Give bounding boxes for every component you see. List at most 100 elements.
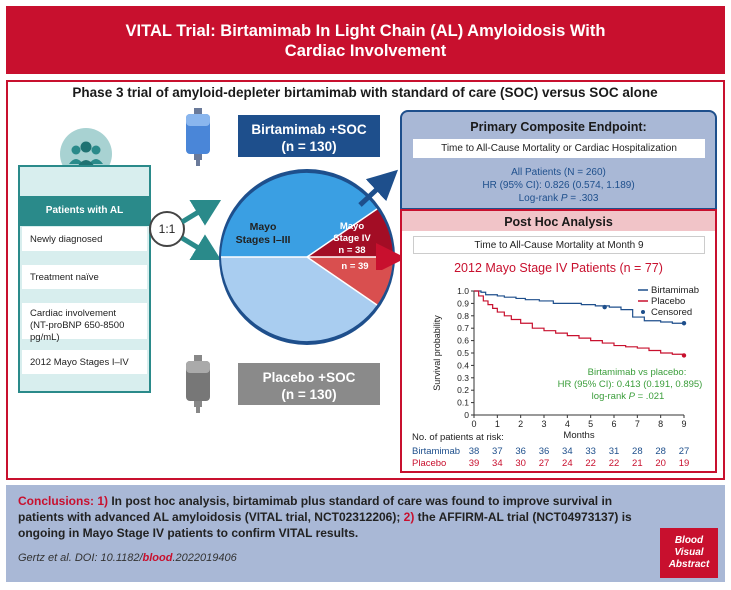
annotation-line-1: Birtamimab vs placebo: [588, 367, 687, 378]
randomization-arrows [180, 200, 223, 260]
conclusion-panel [6, 485, 725, 582]
primary-logrank-p: P [560, 193, 568, 204]
arm-placebo-label: Placebo +SOC [262, 370, 356, 385]
y-tick-label: 0.5 [457, 348, 469, 358]
conclusion-label: Conclusions: [18, 494, 98, 508]
conclusion-text-1: In post hoc analysis, birtamimab plus st… [18, 494, 613, 524]
badge-line-2: Visual [674, 547, 704, 558]
citation-post: .2022019406 [172, 552, 237, 564]
chart-series [474, 290, 687, 358]
blood-visual-abstract-badge: Blood Visual Abstract [660, 528, 718, 578]
x-tick-label: 7 [635, 419, 640, 429]
title-line-1: VITAL Trial: Birtamimab In Light Chain (… [125, 22, 606, 40]
patients-heading: Patients with AL Amyloidosis [18, 196, 151, 246]
at-risk-placebo-value: 19 [679, 458, 690, 469]
arrow-to-primary [358, 169, 399, 207]
y-tick-label: 0.9 [457, 298, 469, 308]
primary-hr: HR (95% CI): 0.826 (0.574, 1.189) [482, 180, 635, 191]
primary-stats: All Patients (N = 260) HR (95% CI): 0.82… [400, 166, 717, 205]
at-risk-placebo-value: 30 [515, 458, 526, 469]
at-risk-placebo-value: 24 [562, 458, 573, 469]
at-risk-placebo-name: Placebo [412, 458, 446, 469]
conclusion-num-2: 2) [403, 510, 415, 524]
at-risk-birtamimab-value: 37 [492, 446, 503, 457]
pie-placebo-stage-4 [307, 257, 393, 305]
x-tick-label: 6 [611, 419, 616, 429]
at-risk-birtamimab-value: 34 [562, 446, 573, 457]
arm-placebo: Placebo +SOC (n = 130) [238, 363, 380, 405]
pie-small-label-2: Stage IV [333, 233, 371, 244]
y-tick-label: 0 [464, 410, 469, 420]
at-risk-birtamimab-value: 28 [632, 446, 643, 457]
posthoc-group: 2012 Mayo Stage IV Patients (n = 77) [454, 261, 663, 275]
y-tick-label: 0.3 [457, 373, 469, 383]
x-tick-label: 1 [495, 419, 500, 429]
at-risk-placebo-value: 22 [585, 458, 596, 469]
arm-placebo-n: (n = 130) [281, 387, 337, 402]
criterion-cardiac-line1: Cardiac involvement [30, 308, 117, 319]
primary-logrank-value: = .303 [567, 193, 599, 204]
primary-outcome-box: Time to All-Cause Mortality or Cardiac H… [413, 139, 705, 158]
at-risk-birtamimab-name: Birtamimab [412, 446, 460, 457]
pie-birtamimab-stages-1-3 [221, 172, 377, 257]
arm-birtamimab-label: Birtamimab +SOC [251, 122, 367, 137]
arrow-up [180, 200, 223, 226]
criterion-cardiac: Cardiac involvement (NT-proBNP 650-8500 … [22, 303, 147, 343]
iv-bag-gray-icon [186, 355, 210, 413]
at-risk-birtamimab-value: 36 [515, 446, 526, 457]
title-line-2: Cardiac Involvement [284, 42, 447, 60]
x-tick-label: 3 [541, 419, 546, 429]
citation-pre: Gertz et al. DOI: 10.1182/ [18, 552, 143, 564]
pie-arrows [358, 169, 405, 270]
y-tick-label: 0.8 [457, 311, 469, 321]
chart-annotation: Birtamimab vs placebo:HR (95% CI): 0.413… [558, 367, 703, 402]
annotation-logrank-p: P [629, 391, 636, 402]
censored-mark [602, 304, 607, 310]
y-tick-label: 0.7 [457, 323, 469, 333]
legend-censored-label: Censored [651, 307, 692, 318]
criterion-mayo-stages: 2012 Mayo Stages I–IV [22, 350, 147, 374]
pie-small-n-treat: n = 38 [338, 245, 365, 256]
at-risk-birtamimab-value: 28 [655, 446, 666, 457]
iv-bag-blue-icon [186, 108, 210, 166]
at-risk-birtamimab-value: 38 [469, 446, 480, 457]
pie-placebo-stages-1-3 [221, 257, 377, 342]
x-tick-label: 0 [471, 419, 476, 429]
arrow-down [180, 234, 223, 260]
x-tick-label: 5 [588, 419, 593, 429]
pie-small-label-1: Mayo [340, 221, 364, 232]
at-risk-birtamimab-value: 36 [539, 446, 550, 457]
pie-big-label-2: Stages I–III [236, 234, 291, 246]
x-tick-label: 2 [518, 419, 523, 429]
subtitle: Phase 3 trial of amyloid-depleter birtam… [72, 85, 658, 100]
at-risk-birtamimab-value: 27 [679, 446, 690, 457]
placebo-end-mark [681, 353, 687, 358]
mayo-stage-pie: Mayo Stages I–III Mayo Stage IV n = 38 n… [219, 169, 395, 345]
series-line-placebo [474, 290, 685, 356]
criterion-newly-diagnosed: Newly diagnosed [22, 227, 147, 251]
at-risk-placebo-value: 27 [539, 458, 550, 469]
criterion-cardiac-line2: (NT-proBNP 650-8500 pg/mL) [30, 320, 125, 343]
badge-line-1: Blood [674, 535, 704, 546]
censored-mark [681, 321, 687, 326]
at-risk-placebo-value: 39 [469, 458, 480, 469]
primary-logrank: Log-rank P = .303 [400, 192, 717, 205]
header-banner: VITAL Trial: Birtamimab In Light Chain (… [6, 6, 725, 74]
at-risk-placebo-value: 21 [632, 458, 643, 469]
pie-big-label-1: Mayo [250, 221, 277, 233]
x-tick-label: 9 [681, 419, 686, 429]
criterion-treatment-naive: Treatment naïve [22, 265, 147, 289]
randomization-ratio: 1:1 [149, 211, 185, 247]
x-tick-label: 4 [565, 419, 570, 429]
annotation-logrank-prefix: log-rank [592, 391, 629, 402]
at-risk-table: No. of patients at risk:BirtamimabPlaceb… [412, 432, 689, 469]
y-tick-label: 1.0 [457, 286, 469, 296]
y-tick-label: 0.2 [457, 385, 469, 395]
at-risk-birtamimab-value: 31 [609, 446, 620, 457]
posthoc-outcome-box: Time to All-Cause Mortality at Month 9 [413, 236, 705, 254]
posthoc-title: Post Hoc Analysis [402, 211, 715, 231]
citation-journal: blood [142, 552, 173, 564]
annotation-line-2: HR (95% CI): 0.413 (0.191, 0.895) [558, 379, 703, 390]
